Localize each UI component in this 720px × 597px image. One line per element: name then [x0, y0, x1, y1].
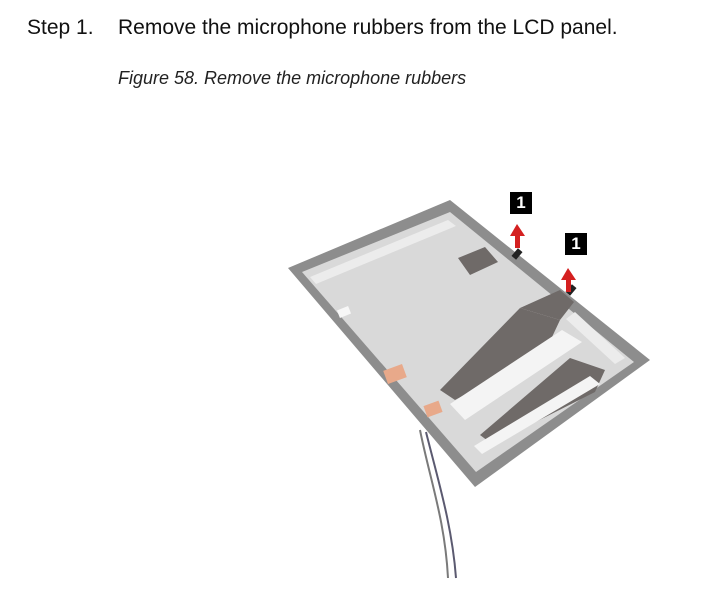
red-arrow-icon: [561, 268, 576, 292]
callout-label: 1: [565, 233, 587, 255]
lcd-panel-edge-strip: [566, 312, 625, 364]
antenna-cable: [419, 429, 449, 579]
white-gasket: [474, 376, 600, 454]
lower-tape: [480, 358, 605, 444]
callout-label: 1: [510, 192, 532, 214]
antenna-cable: [425, 431, 457, 579]
step-instruction: Remove the microphone rubbers from the L…: [118, 16, 618, 39]
microphone-rubber: [511, 248, 523, 260]
top-tape: [458, 247, 498, 275]
figure-caption: Figure 58. Remove the microphone rubbers: [118, 68, 467, 88]
foam-pad: [423, 400, 443, 418]
red-arrow-icon: [510, 224, 525, 248]
foam-pad: [383, 364, 407, 384]
lcd-panel-edge-strip: [310, 220, 456, 284]
white-gasket: [450, 330, 582, 420]
small-label: [336, 306, 352, 318]
middle-tape-top: [520, 290, 574, 320]
lcd-panel-illustration: [288, 200, 650, 579]
middle-tape: [440, 308, 560, 400]
step-number: Step 1.: [27, 16, 94, 39]
